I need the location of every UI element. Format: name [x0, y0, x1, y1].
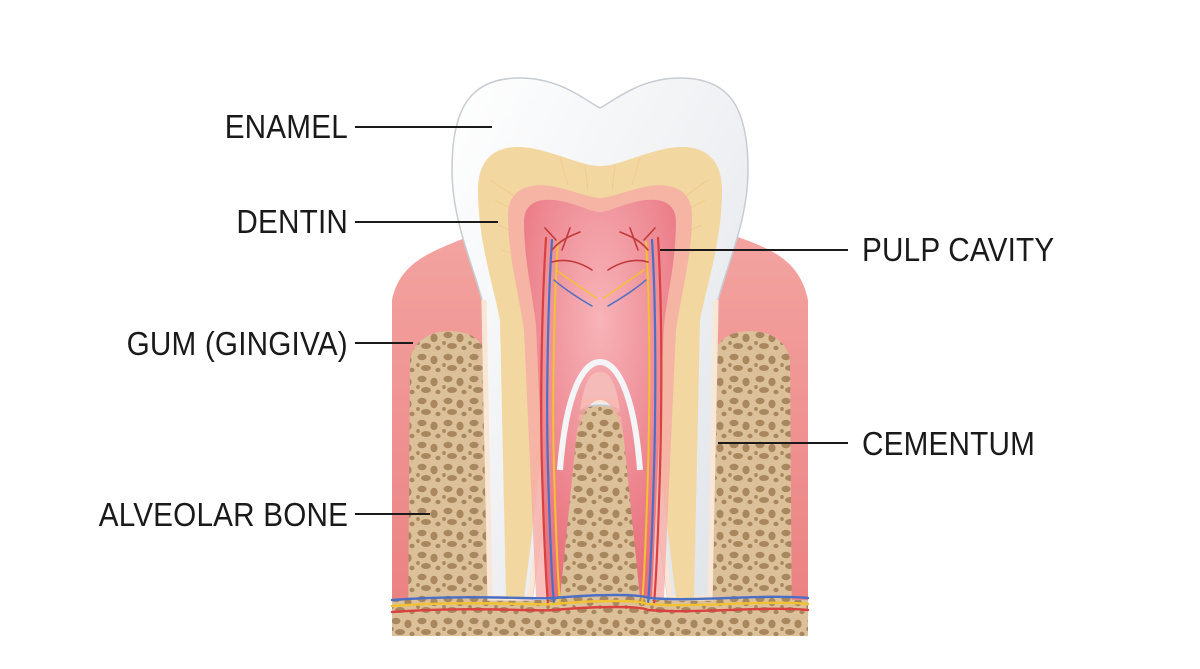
label-cementum: CEMENTUM [862, 425, 1036, 462]
alveolar-bone-right [692, 331, 792, 636]
alveolar-bone-base [392, 600, 808, 636]
nerves-and-vessels [390, 227, 810, 614]
pulp-cavity [524, 199, 676, 598]
root-inner-wall [557, 358, 643, 471]
label-alveolar-bone: ALVEOLAR BONE [98, 496, 348, 533]
leader-lines [355, 126, 848, 515]
label-gum: GUM (GINGIVA) [126, 325, 348, 362]
label-pulp-cavity: PULP CAVITY [862, 231, 1055, 268]
label-enamel: ENAMEL [224, 108, 348, 145]
alveolar-bone-left [408, 331, 508, 636]
label-dentin: DENTIN [236, 203, 348, 240]
